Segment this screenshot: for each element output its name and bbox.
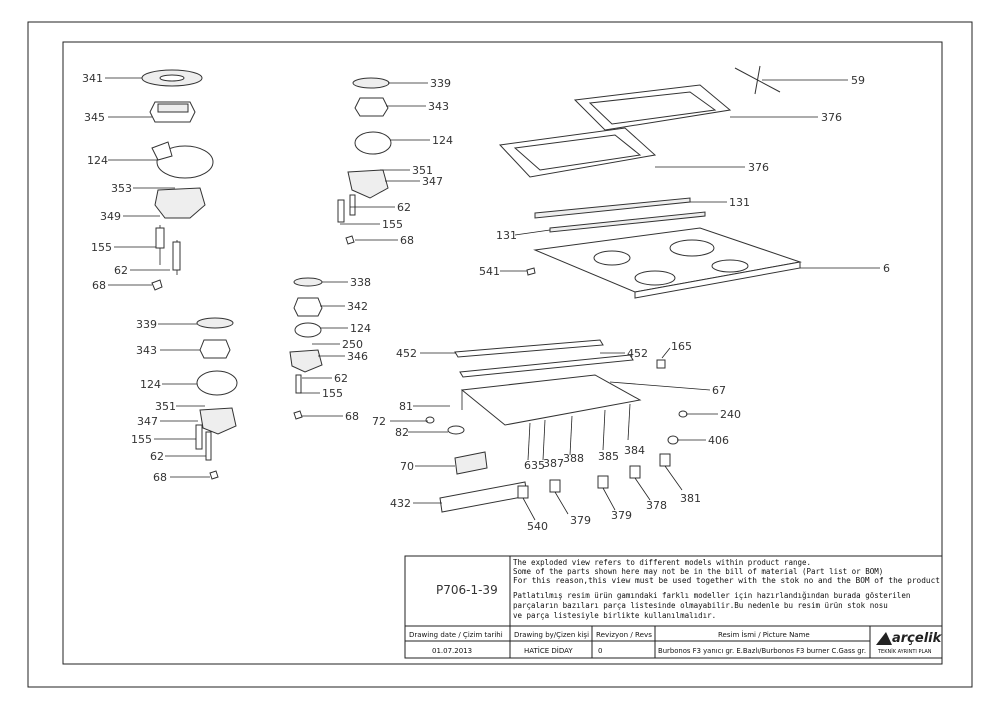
label-155: 155: [322, 387, 343, 400]
label-384: 384: [624, 444, 645, 457]
part-labels: 341 345 124 353 349 155 62 68 339 343 12…: [82, 72, 890, 533]
label-432: 432: [390, 497, 411, 510]
label-68: 68: [153, 471, 167, 484]
label-351: 351: [155, 400, 176, 413]
note-tr-2: parçaların bazıları parça listesinde olm…: [513, 601, 888, 610]
label-341: 341: [82, 72, 103, 85]
header-picture-name: Resim İsmi / Picture Name: [718, 630, 810, 639]
arcelik-logo-mark: [876, 632, 892, 645]
label-62: 62: [114, 264, 128, 277]
label-387: 387: [543, 457, 564, 470]
leader-lines: [105, 77, 880, 521]
note-en-3: For this reason,this view must be used t…: [513, 576, 940, 585]
label-124: 124: [350, 322, 371, 335]
label-6: 6: [883, 262, 890, 275]
label-155: 155: [131, 433, 152, 446]
label-347: 347: [137, 415, 158, 428]
value-drawn-by: HATİCE DİDAY: [524, 646, 573, 655]
brand-logo-subtitle: TEKNİK AYRINTI PLAN: [877, 648, 932, 655]
note-tr-1: Patlatılmış resim ürün gamındaki farklı …: [513, 591, 910, 600]
label-82: 82: [395, 426, 409, 439]
label-346: 346: [347, 350, 368, 363]
label-338: 338: [350, 276, 371, 289]
header-drawn-by: Drawing by/Çizen kişi: [514, 631, 589, 639]
label-339: 339: [430, 77, 451, 90]
label-388: 388: [563, 452, 584, 465]
label-385: 385: [598, 450, 619, 463]
label-540: 540: [527, 520, 548, 533]
label-68: 68: [92, 279, 106, 292]
doc-code: P706-1-39: [436, 583, 498, 597]
header-revision: Revizyon / Revs: [596, 631, 652, 639]
note-en-1: The exploded view refers to different mo…: [513, 558, 811, 567]
header-drawing-date: Drawing date / Çizim tarihi: [409, 631, 503, 639]
label-376: 376: [821, 111, 842, 124]
label-379: 379: [570, 514, 591, 527]
label-347: 347: [422, 175, 443, 188]
label-379: 379: [611, 509, 632, 522]
burner-group-large: [141, 69, 214, 291]
note-tr-3: ve parça listesiyle birlikte kullanılmal…: [513, 611, 716, 620]
label-72: 72: [372, 415, 386, 428]
label-68: 68: [400, 234, 414, 247]
label-345: 345: [84, 111, 105, 124]
title-block: P706-1-39 The exploded view refers to di…: [404, 555, 943, 659]
label-250: 250: [342, 338, 363, 351]
value-drawing-date: 01.07.2013: [432, 647, 472, 655]
frame-rails: [425, 339, 688, 461]
burner-group-small: [289, 277, 323, 420]
label-343: 343: [428, 100, 449, 113]
note-en-2: Some of the parts shown here may not be …: [513, 567, 883, 576]
label-349: 349: [100, 210, 121, 223]
outer-border: [27, 21, 973, 688]
label-339: 339: [136, 318, 157, 331]
label-70: 70: [400, 460, 414, 473]
label-376: 376: [748, 161, 769, 174]
label-131: 131: [729, 196, 750, 209]
label-541: 541: [479, 265, 500, 278]
value-revision: 0: [598, 647, 602, 655]
label-62: 62: [150, 450, 164, 463]
label-155: 155: [382, 218, 403, 231]
label-59: 59: [851, 74, 865, 87]
label-406: 406: [708, 434, 729, 447]
label-124: 124: [140, 378, 161, 391]
label-62: 62: [334, 372, 348, 385]
label-378: 378: [646, 499, 667, 512]
label-452: 452: [396, 347, 417, 360]
label-81: 81: [399, 400, 413, 413]
brand-logo: arçelik: [892, 631, 943, 646]
label-342: 342: [347, 300, 368, 313]
label-165: 165: [671, 340, 692, 353]
label-124: 124: [87, 154, 108, 167]
inner-border: [62, 41, 943, 665]
label-155: 155: [91, 241, 112, 254]
label-353: 353: [111, 182, 132, 195]
label-452: 452: [627, 347, 648, 360]
label-68: 68: [345, 410, 359, 423]
burner-group-medium-top: [337, 77, 392, 245]
burner-group-medium-bottom: [195, 317, 238, 480]
value-picture-name: Burbonos F3 yanıcı gr. E.Bazlı/Burbonos …: [658, 647, 866, 655]
label-67: 67: [712, 384, 726, 397]
label-635: 635: [524, 459, 545, 472]
label-351: 351: [412, 164, 433, 177]
label-343: 343: [136, 344, 157, 357]
label-240: 240: [720, 408, 741, 421]
label-62: 62: [397, 201, 411, 214]
label-124: 124: [432, 134, 453, 147]
hob-top: [526, 197, 802, 299]
label-131: 131: [496, 229, 517, 242]
pan-supports: [498, 65, 781, 178]
label-381: 381: [680, 492, 701, 505]
